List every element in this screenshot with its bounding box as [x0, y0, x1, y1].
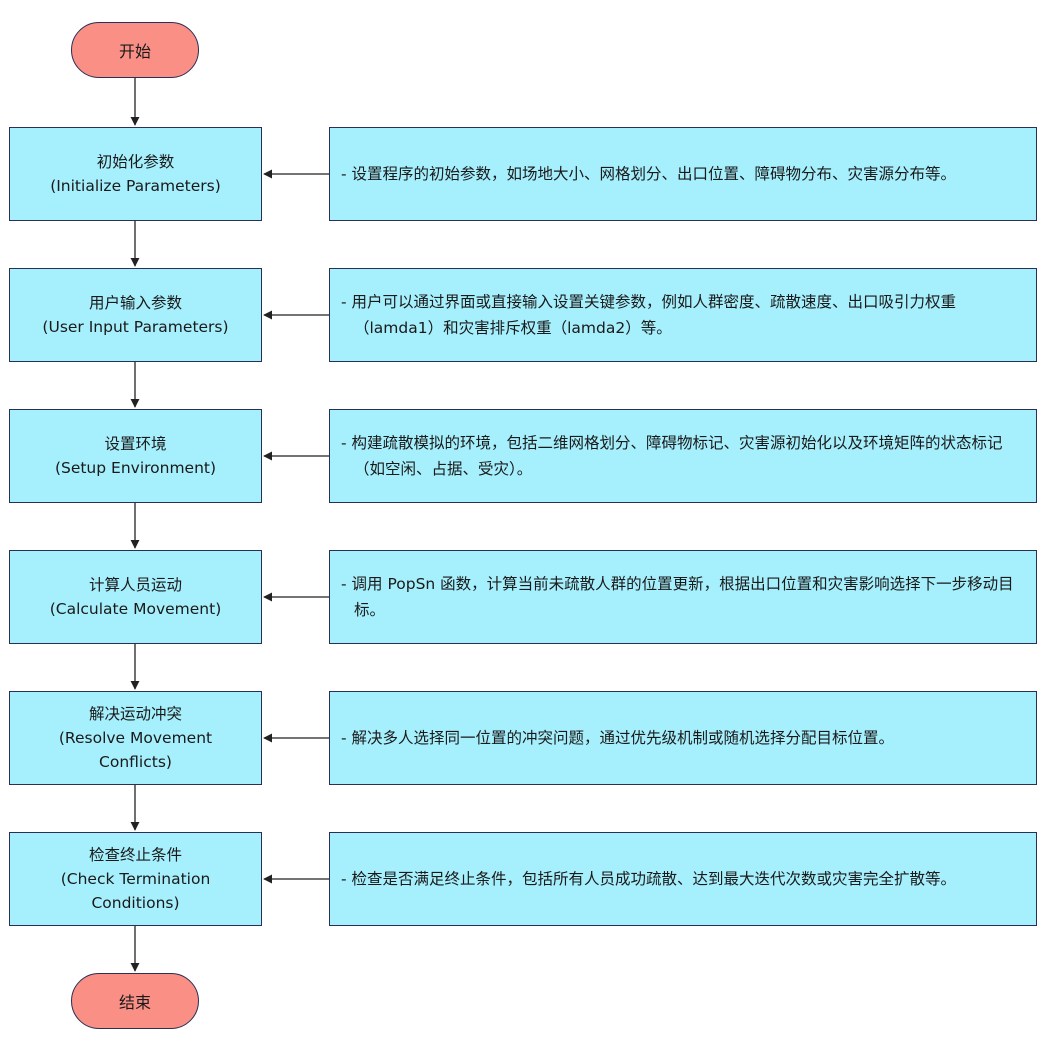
end-label: 结束 [118, 993, 151, 1012]
step-calculate-movement: 计算人员运动 (Calculate Movement) [9, 550, 262, 644]
step-title-en: (Calculate Movement) [49, 600, 222, 618]
step-description: - 调用 PopSn 函数，计算当前未疏散人群的位置更新，根据出口位置和灾害影响… [341, 575, 1014, 619]
step-setup-environment: 设置环境 (Setup Environment) [9, 409, 262, 503]
step-title-cn: 解决运动冲突 [88, 705, 182, 723]
step-user-input-parameters: 用户输入参数 (User Input Parameters) [9, 268, 262, 362]
step-resolve-movement-conflicts: 解决运动冲突 (Resolve Movement Conflicts) [9, 691, 262, 785]
step-description: - 解决多人选择同一位置的冲突问题，通过优先级机制或随机选择分配目标位置。 [341, 729, 895, 747]
desc-user-input-parameters: - 用户可以通过界面或直接输入设置关键参数，例如人群密度、疏散速度、出口吸引力权… [329, 268, 1037, 362]
desc-resolve-movement-conflicts: - 解决多人选择同一位置的冲突问题，通过优先级机制或随机选择分配目标位置。 [329, 691, 1037, 785]
desc-setup-environment: - 构建疏散模拟的环境，包括二维网格划分、障碍物标记、灾害源初始化以及环境矩阵的… [329, 409, 1037, 503]
desc-initialize-parameters: - 设置程序的初始参数，如场地大小、网格划分、出口位置、障碍物分布、灾害源分布等… [329, 127, 1037, 221]
desc-check-termination-conditions: - 检查是否满足终止条件，包括所有人员成功疏散、达到最大迭代次数或灾害完全扩散等… [329, 832, 1037, 926]
step-description: - 用户可以通过界面或直接输入设置关键参数，例如人群密度、疏散速度、出口吸引力权… [341, 293, 957, 337]
desc-calculate-movement: - 调用 PopSn 函数，计算当前未疏散人群的位置更新，根据出口位置和灾害影响… [329, 550, 1037, 644]
end-node: 结束 [71, 973, 199, 1029]
step-title-cn: 用户输入参数 [88, 294, 182, 312]
step-initialize-parameters: 初始化参数 (Initialize Parameters) [9, 127, 262, 221]
step-title-en: (Resolve Movement Conflicts) [58, 729, 213, 771]
step-title-cn: 检查终止条件 [88, 846, 182, 864]
step-description: - 设置程序的初始参数，如场地大小、网格划分、出口位置、障碍物分布、灾害源分布等… [341, 165, 957, 183]
step-title-en: (User Input Parameters) [42, 318, 229, 336]
step-title-en: (Setup Environment) [54, 459, 217, 477]
start-node: 开始 [71, 22, 199, 78]
start-label: 开始 [118, 42, 151, 61]
step-description: - 检查是否满足终止条件，包括所有人员成功疏散、达到最大迭代次数或灾害完全扩散等… [341, 870, 957, 888]
step-title-cn: 计算人员运动 [88, 576, 182, 594]
step-title-en: (Check Termination Conditions) [60, 870, 211, 912]
step-description: - 构建疏散模拟的环境，包括二维网格划分、障碍物标记、灾害源初始化以及环境矩阵的… [341, 434, 1003, 478]
step-title-en: (Initialize Parameters) [50, 177, 221, 195]
step-title-cn: 初始化参数 [96, 153, 175, 171]
step-check-termination-conditions: 检查终止条件 (Check Termination Conditions) [9, 832, 262, 926]
step-title-cn: 设置环境 [104, 435, 167, 453]
